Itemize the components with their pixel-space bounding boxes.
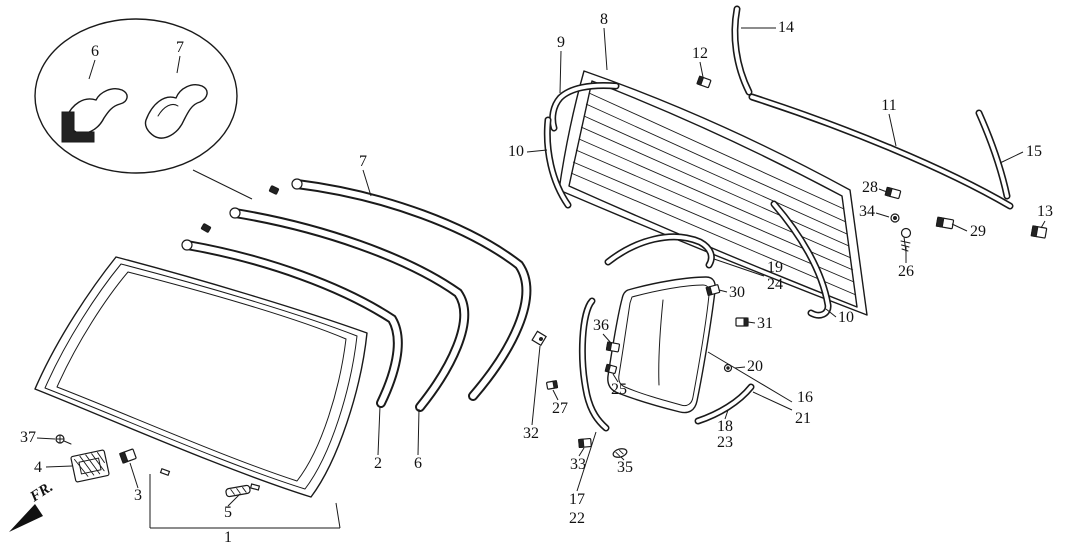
clip-33: [578, 437, 592, 449]
clip-25: [604, 363, 618, 375]
clip-3: [119, 448, 137, 464]
screw-37: [55, 434, 72, 445]
clip-36: [605, 341, 621, 353]
windshield-glass: [34, 256, 368, 498]
clip-31: [735, 317, 749, 327]
strip-14: [731, 5, 753, 96]
molding-section-7: [144, 84, 208, 139]
leader-lines: [36, 27, 1046, 529]
front-direction-indicator: FR.: [9, 479, 56, 532]
clip-29: [935, 216, 955, 230]
tailgate-molding-11: [748, 93, 1014, 210]
quarter-glass: [607, 276, 716, 414]
molding-band-2: [182, 240, 403, 408]
clip-27: [546, 380, 559, 390]
pad-35: [612, 448, 628, 458]
side-molding-10-right: [770, 200, 832, 319]
quarter-window-group: [531, 233, 755, 458]
corner-molding-9: [549, 82, 620, 132]
mount-pad-4: [70, 449, 110, 483]
clip-12: [696, 75, 712, 89]
fr-arrow-icon: [9, 504, 43, 532]
front-windshield-group: [34, 178, 532, 498]
band-clip-b: [268, 185, 280, 195]
clip-13: [1030, 225, 1048, 239]
defroster-lines: [570, 92, 857, 296]
molding-band-7: [292, 179, 532, 401]
clip-30: [705, 284, 721, 297]
side-molding-10-left: [543, 116, 572, 209]
spacer-5: [225, 484, 251, 498]
screw-26: [900, 227, 912, 253]
molding-band-6: [230, 208, 470, 412]
band-clip-a: [200, 223, 212, 233]
rear-window-group: [543, 5, 1048, 319]
stud-20: [723, 363, 733, 373]
strip-15: [975, 109, 1011, 200]
molding-section-6: [61, 88, 128, 143]
grommet-34: [890, 213, 900, 223]
clip-32: [531, 330, 547, 347]
detail-bubble: [34, 18, 238, 174]
front-direction-label: FR.: [27, 479, 56, 506]
clip-28: [884, 186, 902, 200]
